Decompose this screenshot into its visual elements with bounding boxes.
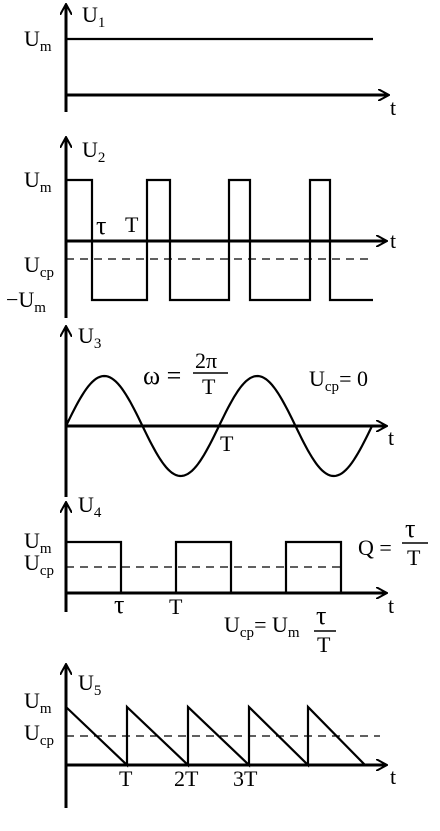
u4-formula-numerator: τ: [316, 601, 326, 630]
u1-um-label: Um: [24, 26, 52, 55]
u5-t3-label: 3T: [233, 766, 258, 791]
panel-u4: U4 Um Ucp Q = τ T τ T t Ucp= Um τ T: [24, 492, 428, 657]
u4-tau-label: τ: [114, 590, 124, 619]
u4-q-numerator: τ: [405, 514, 415, 543]
u3-signal-sine: [65, 374, 373, 478]
u4-formula-denominator: T: [317, 632, 331, 657]
u5-axis-label: U5: [78, 670, 101, 699]
u1-t-label: t: [390, 95, 396, 120]
u4-axis-label: U4: [78, 492, 102, 521]
u2-neg-um-label: −Um: [6, 287, 46, 316]
u4-period-label: T: [169, 594, 183, 619]
u1-axis-label: U1: [82, 2, 105, 31]
u4-ucp-formula: Ucp= Um: [224, 612, 300, 641]
panel-u5: U5 Um Ucp T 2T 3T t: [24, 665, 396, 808]
u2-tau-label: τ: [96, 211, 106, 240]
u3-omega-denominator: T: [202, 374, 216, 399]
panel-u1: U1 Um t: [24, 2, 396, 120]
u5-ucp-label: Ucp: [24, 720, 54, 749]
u5-t-label: t: [390, 764, 396, 789]
u4-um-label: Um: [24, 528, 52, 557]
u4-ucp-label: Ucp: [24, 550, 54, 579]
u5-um-label: Um: [24, 688, 52, 717]
panel-u3: U3 ω = 2π T Ucp= 0 T t: [66, 323, 394, 497]
u2-um-label: Um: [24, 167, 52, 196]
u3-omega-numerator: 2π: [195, 348, 217, 373]
u2-period-label: T: [125, 212, 139, 237]
u2-axis-label: U2: [82, 137, 105, 166]
u3-period-label: T: [220, 431, 234, 456]
panel-u2: U2 Um τ T Ucp −Um t: [6, 137, 396, 318]
u4-q-label: Q =: [358, 535, 392, 560]
u5-t2-label: 2T: [174, 766, 199, 791]
u3-axis-label: U3: [78, 323, 101, 352]
u2-signal-waveform: [66, 178, 373, 302]
u2-ucp-label: Ucp: [24, 252, 54, 281]
u3-ucp-label: Ucp= 0: [309, 366, 368, 395]
u4-signal-waveform: [66, 540, 343, 595]
u4-q-denominator: T: [407, 545, 421, 570]
u2-t-label: t: [390, 228, 396, 253]
u4-t-label: t: [388, 593, 394, 618]
u3-t-label: t: [388, 425, 394, 450]
u3-omega-label: ω =: [143, 361, 181, 390]
u5-t1-label: T: [119, 766, 133, 791]
